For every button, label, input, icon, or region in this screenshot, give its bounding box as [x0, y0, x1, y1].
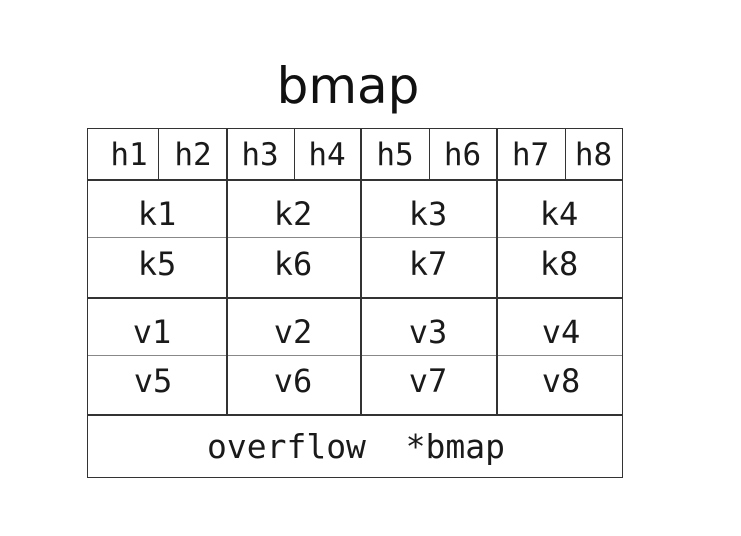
key-slot-6: k6 — [273, 245, 313, 283]
tophash-divider-3 — [294, 129, 296, 179]
key-slot-7: k7 — [408, 245, 448, 283]
tophash-divider-7 — [565, 129, 567, 179]
key-slot-3: k3 — [408, 195, 448, 233]
value-slot-3: v3 — [408, 313, 448, 351]
tophash-4: h4 — [308, 136, 346, 173]
overflow-divider — [88, 414, 622, 416]
key-slot-1: k1 — [137, 195, 177, 233]
value-slot-1: v1 — [132, 313, 172, 351]
tophash-divider-2 — [226, 129, 228, 179]
key-slot-8: k8 — [539, 245, 579, 283]
key-slot-5: k5 — [137, 245, 177, 283]
keys-row-divider — [88, 237, 622, 239]
tophash-5: h5 — [376, 136, 414, 173]
tophash-divider-4 — [360, 129, 362, 179]
tophash-3: h3 — [241, 136, 279, 173]
value-slot-2: v2 — [273, 313, 313, 351]
slot-column-divider-3 — [496, 179, 498, 414]
value-slot-7: v7 — [408, 362, 448, 400]
tophash-divider-6 — [496, 129, 498, 179]
slot-column-divider-1 — [226, 179, 228, 414]
key-slot-4: k4 — [539, 195, 579, 233]
values-row-divider — [88, 355, 622, 357]
tophash-7: h7 — [511, 136, 550, 173]
tophash-8: h8 — [574, 136, 613, 173]
tophash-6: h6 — [443, 136, 482, 173]
bmap-struct-box: h1 h2 h3 h4 h5 h6 h7 h8 k1 k2 k3 k4 k5 k… — [87, 128, 623, 478]
keys-values-divider — [88, 297, 622, 299]
key-slot-2: k2 — [273, 195, 313, 233]
tophash-2: h2 — [174, 136, 212, 173]
value-slot-5: v5 — [133, 362, 173, 400]
tophash-divider-5 — [429, 129, 431, 179]
tophash-divider-1 — [158, 129, 160, 179]
value-slot-8: v8 — [541, 362, 581, 400]
value-slot-4: v4 — [541, 313, 581, 351]
diagram-title: bmap — [276, 57, 420, 115]
tophash-divider — [88, 179, 622, 181]
slot-column-divider-2 — [360, 179, 362, 414]
tophash-1: h1 — [110, 136, 148, 173]
overflow-pointer: overflow *bmap — [206, 426, 505, 466]
value-slot-6: v6 — [273, 362, 313, 400]
